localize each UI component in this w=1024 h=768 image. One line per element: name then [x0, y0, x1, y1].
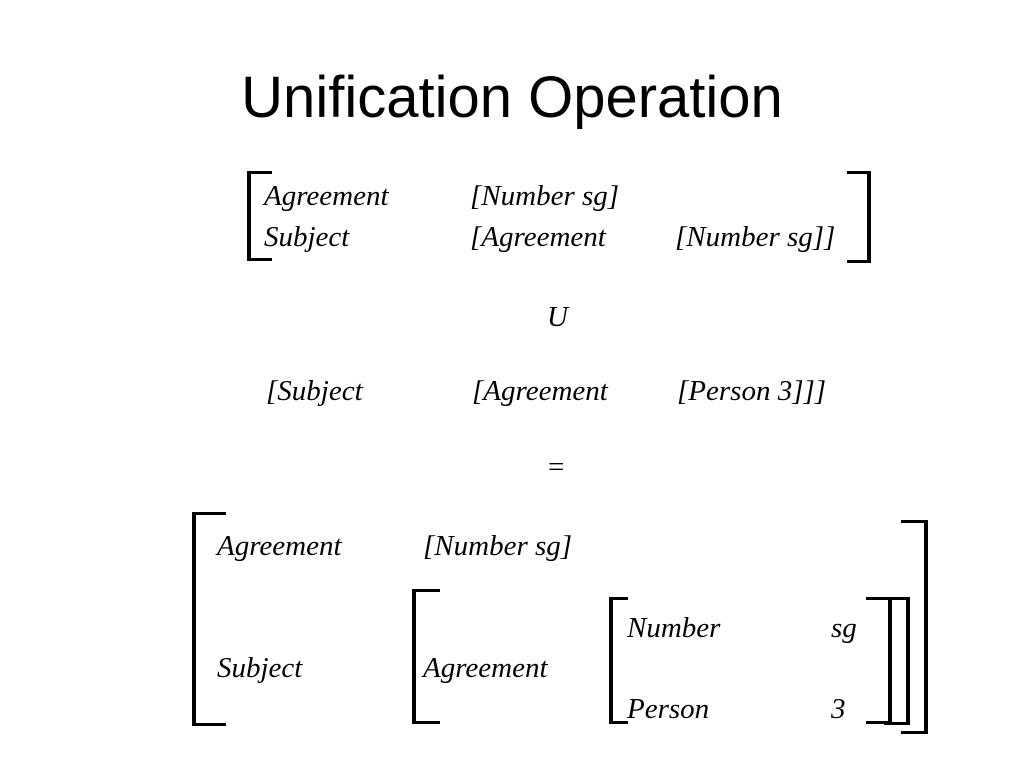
- fs1-row1-value: [Number sg]: [470, 180, 620, 212]
- slide-title: Unification Operation: [241, 65, 783, 130]
- fs1-row1-feature: Agreement: [264, 180, 389, 212]
- inner-row2-value: 3: [831, 693, 846, 725]
- fs2-value: [Agreement: [472, 375, 608, 407]
- fs2-feature: [Subject: [266, 375, 363, 407]
- result-row1-feature: Agreement: [217, 530, 342, 562]
- result-left-bracket: [192, 512, 226, 726]
- result-row1-value: [Number sg]: [423, 530, 573, 562]
- fs1-row2-inner: [Number sg]]: [675, 221, 836, 253]
- inner-row1-value: sg: [831, 612, 857, 644]
- agreement-right-bracket: [884, 597, 910, 725]
- fs1-row2-feature: Subject: [264, 221, 350, 253]
- inner-row2-feature: Person: [627, 693, 710, 725]
- inner-right-bracket: [866, 597, 892, 724]
- agreement-feature: Agreement: [423, 652, 548, 684]
- result-row2-feature: Subject: [217, 652, 303, 684]
- inner-row1-feature: Number: [627, 612, 721, 644]
- fs1-row2-value: [Agreement: [470, 221, 606, 253]
- equals-operator: =: [548, 451, 565, 483]
- fs1-left-bracket: [247, 171, 272, 261]
- inner-left-bracket: [609, 597, 628, 724]
- agreement-left-bracket: [412, 589, 440, 724]
- union-operator: U: [547, 301, 568, 333]
- fs1-right-bracket: [847, 171, 871, 263]
- fs2-inner: [Person 3]]]: [677, 375, 827, 407]
- result-right-bracket: [901, 520, 928, 734]
